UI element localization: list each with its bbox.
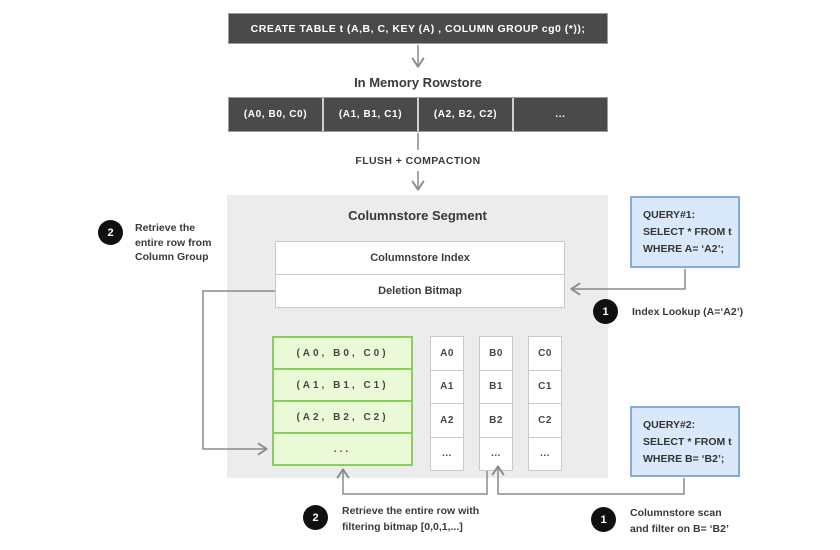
column-group-row: (A2, B2, C2) <box>274 400 411 432</box>
step-2-badge: 2 <box>303 505 328 530</box>
column-a-cell: A0 <box>440 347 454 359</box>
column-b-cell: B1 <box>480 369 512 404</box>
retrieve-filtering-bitmap-caption: Retrieve the entire row with filtering b… <box>342 505 480 533</box>
column-a-cell-ellipsis: ... <box>431 436 463 471</box>
column-b-cell-ellipsis: ... <box>480 436 512 471</box>
column-b-block: B0 B1 B2 ... <box>479 336 513 471</box>
column-b-cell: B2 <box>480 403 512 437</box>
column-c-cell-ellipsis: ... <box>529 436 561 471</box>
column-group-row: (A1, B1, C1) <box>274 368 411 400</box>
rowstore-bar: (A0, B0, C0) (A1, B1, C1) (A2, B2, C2) .… <box>228 97 608 132</box>
query1-box: QUERY#1: SELECT * FROM t WHERE A= ‘A2’; <box>630 196 740 268</box>
query1-line: WHERE A= ‘A2’; <box>643 243 724 255</box>
query2-line: QUERY#2: <box>643 419 696 431</box>
column-c-cell: C0 <box>538 347 552 359</box>
retrieve-column-group-caption: Retrieve the entire row from Column Grou… <box>135 222 212 263</box>
column-a-cell: A1 <box>431 369 463 404</box>
columnstore-scan-caption: Columnstore scan and filter on B= ‘B2’ <box>630 507 729 535</box>
rowstore-cell: (A0, B0, C0) <box>229 98 322 131</box>
step-1-badge: 1 <box>593 299 618 324</box>
column-a-block: A0 A1 A2 ... <box>430 336 464 471</box>
query1-line: SELECT * FROM t <box>643 226 732 238</box>
column-group-row-ellipsis: ... <box>274 432 411 464</box>
rowstore-cell: (A1, B1, C1) <box>324 98 417 131</box>
query2-line: WHERE B= ‘B2’; <box>643 453 725 465</box>
step-2-badge: 2 <box>98 220 123 245</box>
column-b-cell: B0 <box>489 347 503 359</box>
flush-compaction-label: FLUSH + COMPACTION <box>355 155 481 167</box>
columnstore-index-box: Columnstore Index <box>370 252 470 264</box>
rowstore-title: In Memory Rowstore <box>354 75 482 90</box>
rowstore-cell-ellipsis: ... <box>514 98 607 131</box>
query2-line: SELECT * FROM t <box>643 436 732 448</box>
rowstore-cell: (A2, B2, C2) <box>419 98 512 131</box>
column-group-row: (A0, B0, C0) <box>296 347 389 359</box>
column-c-block: C0 C1 C2 ... <box>528 336 562 471</box>
deletion-bitmap-box: Deletion Bitmap <box>276 274 564 307</box>
step-1-badge: 1 <box>591 507 616 532</box>
column-c-cell: C2 <box>529 403 561 437</box>
column-a-cell: A2 <box>431 403 463 437</box>
columnstore-segment-title: Columnstore Segment <box>348 208 487 223</box>
query2-box: QUERY#2: SELECT * FROM t WHERE B= ‘B2’; <box>630 406 740 477</box>
column-c-cell: C1 <box>529 369 561 404</box>
query1-line: QUERY#1: <box>643 209 696 221</box>
create-table-statement-bar: CREATE TABLE t (A,B, C, KEY (A) , COLUMN… <box>228 13 608 44</box>
index-lookup-caption: Index Lookup (A=‘A2’) <box>632 306 744 318</box>
column-group-block: (A0, B0, C0) (A1, B1, C1) (A2, B2, C2) .… <box>272 336 413 466</box>
index-bitmap-stack: Columnstore Index Deletion Bitmap <box>275 241 565 308</box>
